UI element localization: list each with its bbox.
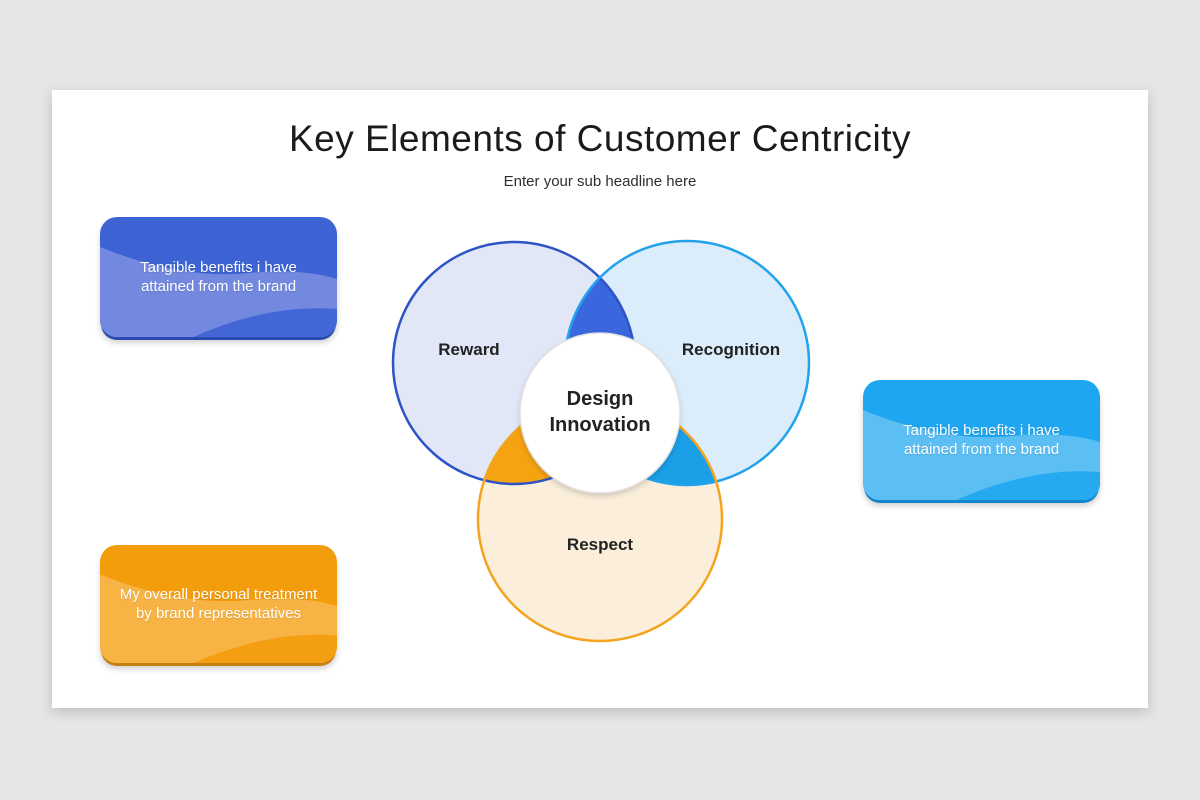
venn-diagram (391, 239, 811, 643)
callout-respect: My overall personal treatment by brand r… (100, 545, 337, 663)
callout-wave-decoration (863, 380, 1100, 500)
slide-card: Key Elements of Customer Centricity Ente… (52, 90, 1148, 708)
center-circle (520, 333, 680, 493)
callout-respect-text: My overall personal treatment by brand r… (119, 586, 318, 622)
callout-wave-decoration (100, 217, 337, 337)
callout-wave-decoration (100, 545, 337, 663)
callout-recognition: Tangible benefits i have attained from t… (863, 380, 1100, 500)
callout-reward: Tangible benefits i have attained from t… (100, 217, 337, 337)
slide-subtitle: Enter your sub headline here (503, 173, 697, 190)
slide-title: Key Elements of Customer Centricity (288, 118, 912, 159)
callout-reward-text: Tangible benefits i have attained from t… (140, 259, 297, 295)
callout-recognition-text: Tangible benefits i have attained from t… (903, 422, 1060, 458)
center-circle-outline (519, 332, 681, 494)
